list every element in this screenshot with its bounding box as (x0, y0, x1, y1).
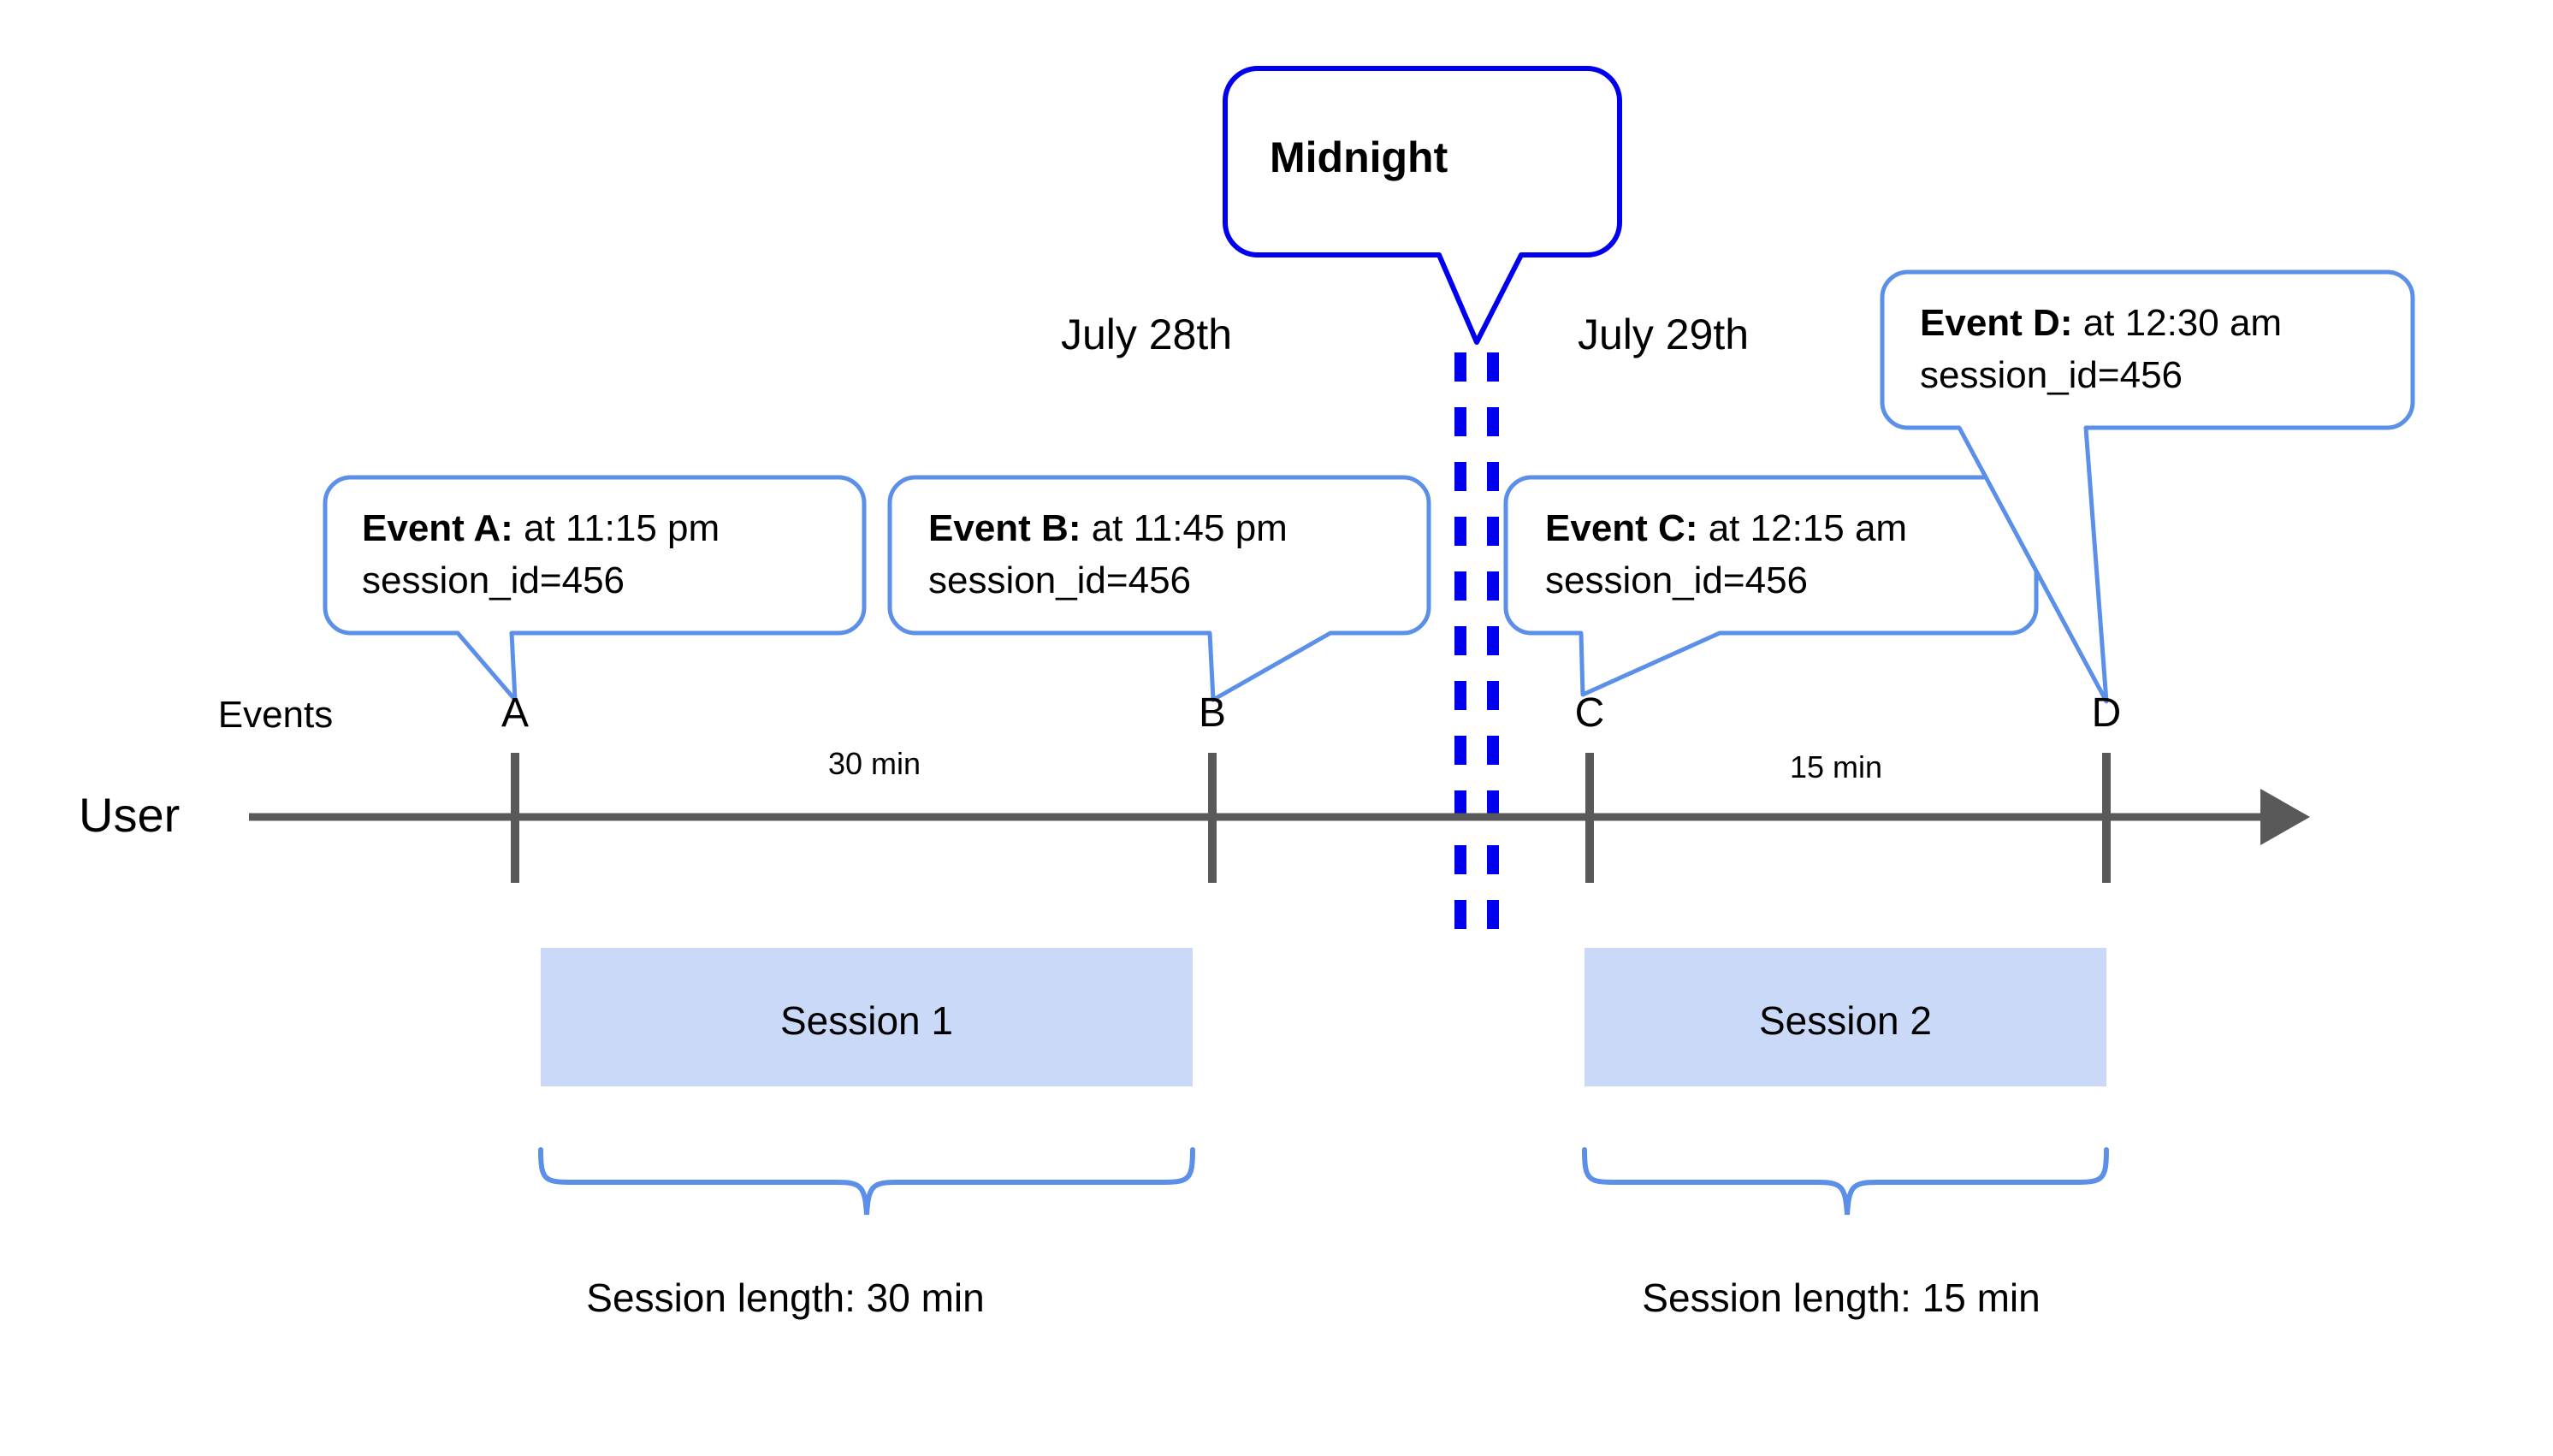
session-1-brace (538, 1147, 1195, 1216)
session-2-brace (1582, 1147, 2109, 1216)
session-1-length-label: Session length: 30 min (586, 1275, 985, 1320)
event-d-callout-shape[interactable] (1880, 269, 2415, 704)
event-c-lead: Event C: (1545, 507, 1698, 549)
timeline-arrowhead-icon (2260, 789, 2310, 845)
events-row-label: Events (217, 694, 334, 736)
event-a-lead: Event A: (362, 507, 513, 549)
event-b-callout-line2: session_id=456 (928, 559, 1192, 601)
tick-label-b: B (1198, 690, 1227, 736)
user-row-label: User (79, 788, 181, 842)
session-2-label: Session 2 (1758, 998, 1933, 1043)
gap-label-c-d: 15 min (1789, 749, 1883, 784)
timeline-axis (249, 753, 2310, 883)
event-d-lead: Event D: (1920, 302, 2073, 344)
event-a-callout-line1: Event A: at 11:15 pm (362, 506, 720, 551)
event-d-callout-line2: session_id=456 (1920, 354, 2183, 396)
event-b-callout-shape[interactable] (887, 475, 1431, 702)
event-c-callout-line2: session_id=456 (1545, 559, 1809, 601)
tick-label-c: C (1574, 690, 1605, 736)
event-d-time: at 12:30 am (2072, 302, 2283, 344)
midnight-callout-shape[interactable] (1223, 66, 1622, 345)
event-d-callout-line1: Event D: at 12:30 am (1920, 301, 2282, 346)
day-label-july-28: July 28th (1060, 311, 1233, 358)
event-a-callout-shape[interactable] (323, 475, 867, 702)
session-1-bar[interactable] (541, 948, 1193, 1086)
day-label-july-29: July 29th (1577, 311, 1750, 358)
event-b-callout-line1: Event B: at 11:45 pm (928, 506, 1288, 551)
gap-label-a-b: 30 min (827, 746, 921, 781)
tick-label-a: A (501, 690, 530, 736)
session-1-label: Session 1 (779, 998, 954, 1043)
event-c-time: at 12:15 am (1697, 507, 1908, 549)
midnight-dashed-lines (1454, 352, 1499, 932)
event-b-lead: Event B: (928, 507, 1081, 549)
session-2-bar[interactable] (1585, 948, 2106, 1086)
session-2-length-label: Session length: 15 min (1642, 1275, 2041, 1320)
event-a-callout-line2: session_id=456 (362, 559, 625, 601)
midnight-callout-label: Midnight (1270, 133, 1448, 181)
event-a-time: at 11:15 pm (512, 507, 720, 549)
event-c-callout-line1: Event C: at 12:15 am (1545, 506, 1907, 551)
tick-label-d: D (2091, 690, 2122, 736)
event-b-time: at 11:45 pm (1081, 507, 1288, 549)
